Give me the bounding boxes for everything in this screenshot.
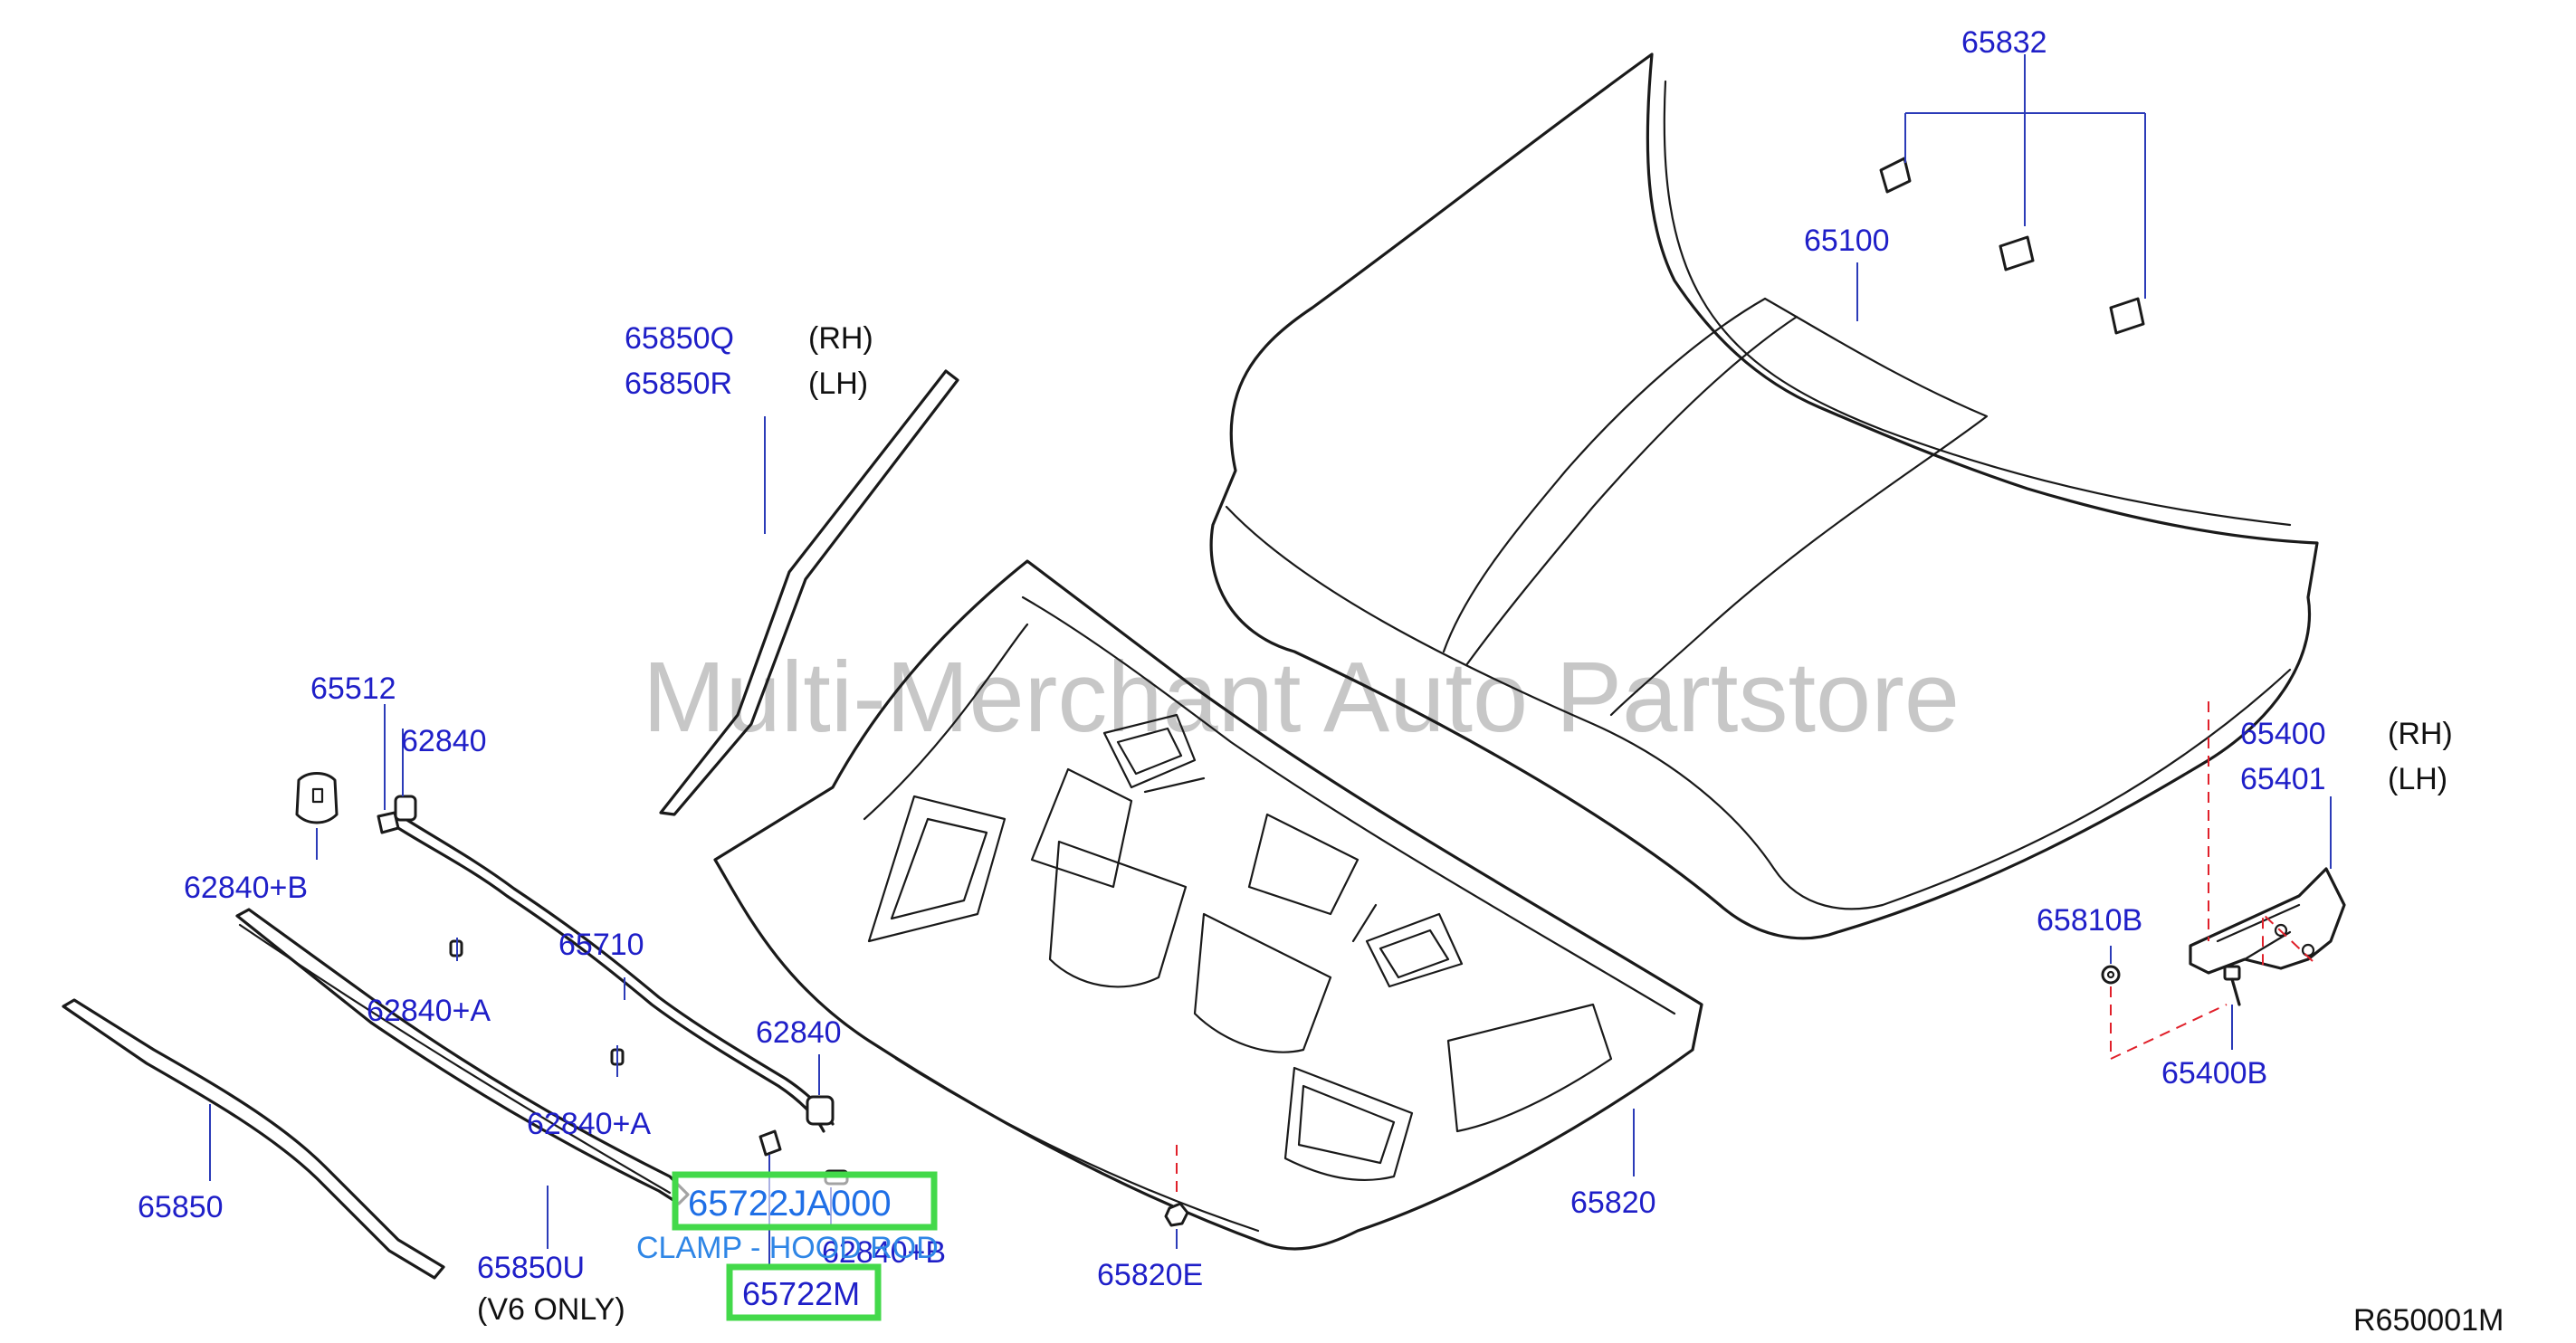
label-65401-side: (LH) [2388, 762, 2447, 796]
nut-65820e[interactable] [1164, 1202, 1189, 1227]
label-62840-a-1: 62840+A [367, 994, 491, 1028]
highlight-65722m[interactable]: 65722M [726, 1263, 882, 1321]
label-65400: 65400 [2240, 717, 2326, 751]
label-65850q: 65850Q [625, 321, 734, 356]
bumper-pad-65832-b[interactable] [1999, 235, 2035, 271]
label-62840-b-left: 62840+B [184, 871, 308, 905]
label-65512: 65512 [310, 672, 396, 706]
washer-65810b[interactable] [2101, 965, 2121, 985]
hood-panel-65100[interactable] [1209, 52, 2319, 940]
label-65850u-note: (V6 ONLY) [477, 1292, 625, 1327]
label-65850u: 65850U [477, 1251, 585, 1285]
highlight-65722ja000[interactable]: 65722JA000 [672, 1171, 938, 1231]
label-62840-a-2: 62840+A [527, 1107, 651, 1141]
seal-65850[interactable] [62, 998, 445, 1280]
hood-hinge-65400-65401[interactable] [2189, 867, 2346, 975]
highlight-part-number-65722m: 65722M [742, 1275, 860, 1312]
label-65850q-side: (RH) [808, 321, 873, 356]
hood-insulator-65820[interactable] [713, 559, 1703, 1251]
rod-holder-62840-mid[interactable] [806, 1095, 835, 1126]
rod-grommet-65512[interactable] [377, 811, 400, 834]
label-65850: 65850 [138, 1190, 224, 1224]
bumper-pad-65832-c[interactable] [2109, 297, 2145, 335]
label-65850r: 65850R [625, 367, 732, 401]
weatherstrip-65850q-r[interactable] [659, 369, 959, 816]
label-65820: 65820 [1570, 1186, 1656, 1220]
clamp-hood-rod-part[interactable] [758, 1129, 782, 1157]
label-65820e: 65820E [1097, 1258, 1203, 1292]
rod-holder-62840-top[interactable] [394, 795, 417, 822]
label-65850r-side: (LH) [808, 367, 868, 401]
hood-stay-pad-62840-b-left[interactable] [295, 772, 339, 824]
diagram-code: R650001M [2353, 1303, 2504, 1338]
highlight-part-number-65722ja000: 65722JA000 [688, 1184, 892, 1224]
label-62840-top: 62840 [401, 724, 487, 758]
label-65401: 65401 [2240, 762, 2326, 796]
label-65400b: 65400B [2161, 1056, 2267, 1091]
leader-lines [209, 54, 2332, 1274]
dashed-alignment-lines [1176, 701, 2314, 1199]
hood-rod-65710[interactable] [396, 817, 835, 1133]
highlight-description-clamp-hood-rod: CLAMP - HOOD ROD [636, 1231, 939, 1265]
label-65100: 65100 [1804, 224, 1890, 258]
label-65400-side: (RH) [2388, 717, 2453, 751]
watermark-text: Multi-Merchant Auto Partstore [643, 642, 1960, 753]
label-65810b: 65810B [2037, 903, 2142, 938]
label-62840-mid: 62840 [756, 1015, 842, 1050]
label-65710: 65710 [558, 928, 644, 962]
label-65832: 65832 [1961, 25, 2047, 60]
bumper-pad-65832-a[interactable] [1879, 157, 1912, 194]
hinge-bolt-65400b[interactable] [2223, 965, 2241, 1006]
